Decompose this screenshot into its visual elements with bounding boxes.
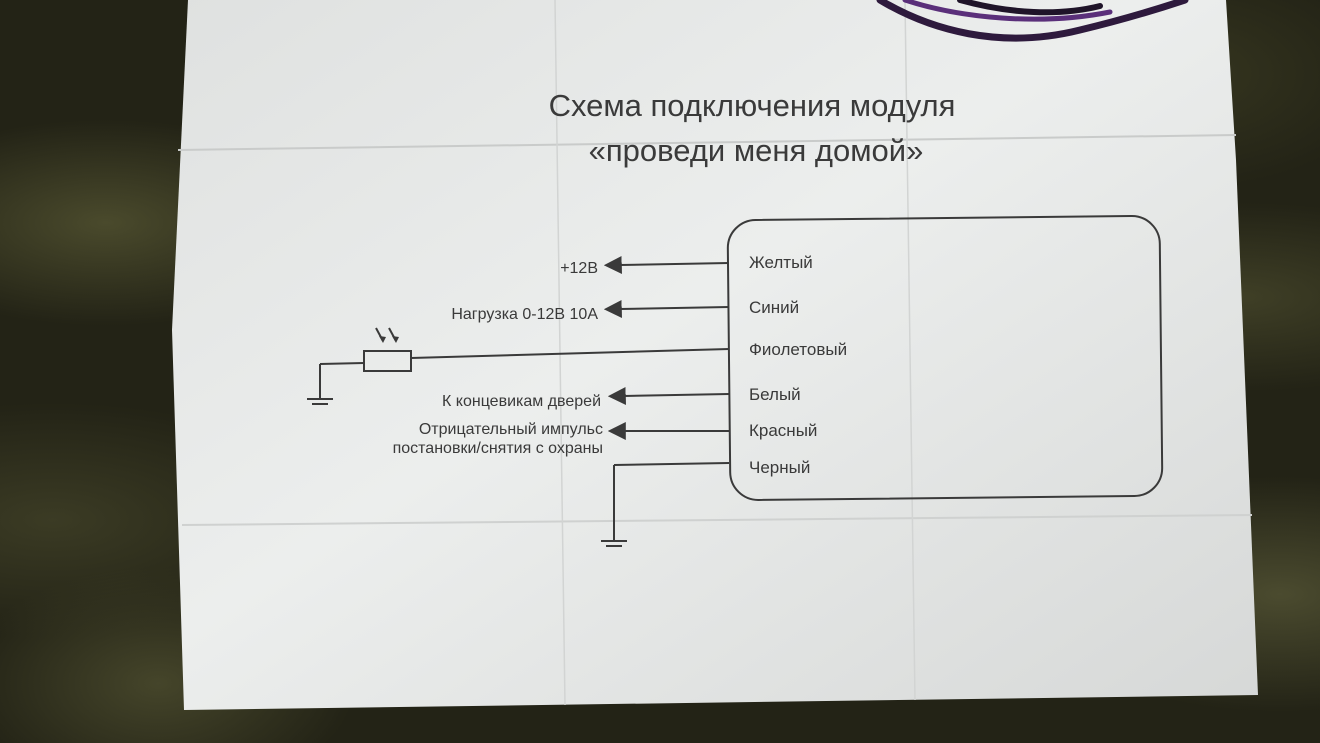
connection-label-impulse-line1: Отрицательный импульс bbox=[419, 421, 603, 438]
wire-label-blue: Синий bbox=[749, 298, 799, 317]
photoresistor-light-arrows bbox=[379, 336, 399, 343]
connection-label-impulse-line2: постановки/снятия с охраны bbox=[393, 440, 603, 457]
wire-yellow-line bbox=[603, 255, 730, 274]
photoresistor-icon bbox=[363, 350, 412, 372]
wire-label-white: Белый bbox=[749, 385, 801, 404]
diagram-title-line1: Схема подключения модуля bbox=[549, 88, 956, 123]
wire-white-line bbox=[607, 386, 730, 405]
wire-label-violet: Фиолетовый bbox=[749, 340, 847, 359]
ground-icon bbox=[601, 540, 627, 547]
wire-label-yellow: Желтый bbox=[749, 253, 813, 272]
paper-fold bbox=[904, 0, 916, 701]
cable bbox=[876, 0, 1189, 42]
diagram-title-line2: «проведи меня домой» bbox=[589, 133, 924, 168]
paper-sheet bbox=[172, 0, 1258, 710]
wire-blue-line bbox=[603, 299, 730, 318]
module-box bbox=[726, 215, 1164, 501]
paper-fold bbox=[181, 514, 1253, 526]
wire-label-red: Красный bbox=[749, 421, 817, 440]
ground-icon bbox=[307, 398, 333, 405]
wire-label-black: Черный bbox=[749, 458, 810, 477]
connection-label-12v: +12В bbox=[560, 260, 598, 277]
wire-arrows bbox=[603, 255, 730, 440]
connection-label-door-switches: К концевикам дверей bbox=[442, 393, 601, 410]
paper-fold bbox=[554, 0, 566, 706]
connection-label-load: Нагрузка 0-12В 10А bbox=[451, 306, 598, 323]
black-wire-circuit bbox=[613, 462, 730, 540]
paper-fold bbox=[177, 134, 1237, 151]
